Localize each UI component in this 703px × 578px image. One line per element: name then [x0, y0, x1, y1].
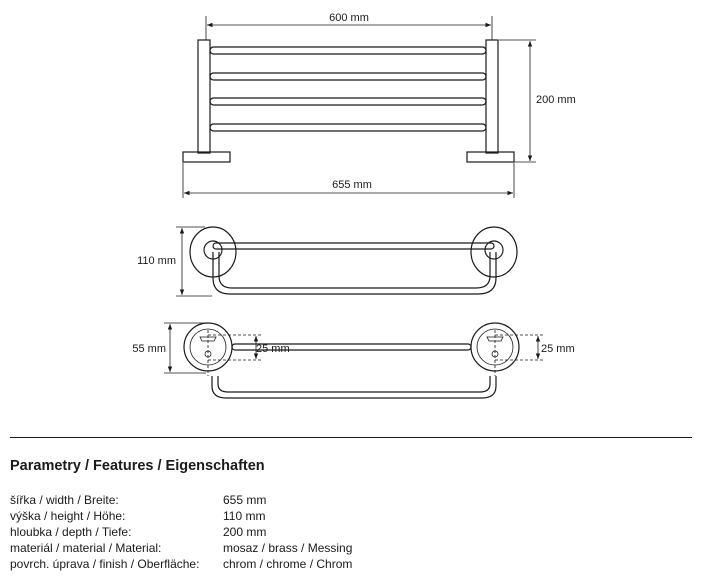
- side-view: [189, 226, 518, 295]
- features-row: hloubka / depth / Tiefe: 200 mm: [10, 524, 352, 540]
- front-view: [182, 39, 515, 163]
- features-value: 200 mm: [223, 525, 267, 539]
- features-row: výška / height / Höhe: 110 mm: [10, 508, 352, 524]
- dimension-top-width: 600 mm: [205, 12, 493, 40]
- features-row: materiál / material / Material: mosaz / …: [10, 540, 352, 556]
- dimension-total-width-label: 655 mm: [332, 179, 372, 191]
- features-table: šířka / width / Breite: 655 mm výška / h…: [10, 492, 352, 572]
- features-row: šířka / width / Breite: 655 mm: [10, 492, 352, 508]
- dimension-plan-inner-right-label: 25 mm: [541, 343, 575, 355]
- dimension-plan-inner-left: 25 mm: [208, 334, 290, 361]
- dimension-top-width-label: 600 mm: [329, 12, 369, 24]
- dimension-plan-inner-left-label: 25 mm: [256, 343, 290, 355]
- plan-view: [183, 322, 520, 399]
- dimension-total-width: 655 mm: [182, 163, 515, 198]
- features-title: Parametry / Features / Eigenschaften: [10, 458, 265, 474]
- features-label: hloubka / depth / Tiefe:: [10, 525, 132, 539]
- dimension-side-height-label: 110 mm: [137, 255, 176, 267]
- features-label: výška / height / Höhe:: [10, 509, 126, 523]
- dimension-plan-inner-right: 25 mm: [495, 334, 575, 361]
- features-label: povrch. úprava / finish / Oberfläche:: [10, 557, 200, 571]
- features-label: materiál / material / Material:: [10, 541, 162, 555]
- dimension-plan-depth: 55 mm: [132, 322, 206, 374]
- dimension-top-height-label: 200 mm: [536, 94, 576, 106]
- features-value: 110 mm: [223, 509, 266, 523]
- features-value: 655 mm: [223, 493, 267, 507]
- dimension-top-height: 200 mm: [499, 39, 576, 163]
- dimension-side-height: 110 mm: [137, 226, 212, 297]
- features-row: povrch. úprava / finish / Oberfläche: ch…: [10, 556, 352, 572]
- features-value: chrom / chrome / Chrom: [223, 557, 353, 571]
- dimension-plan-depth-label: 55 mm: [132, 343, 166, 355]
- technical-drawing: 600 mm 200 mm 655 mm 110 mm: [132, 12, 576, 399]
- features-label: šířka / width / Breite:: [10, 493, 119, 507]
- features-value: mosaz / brass / Messing: [223, 541, 353, 555]
- section-divider: [10, 437, 692, 438]
